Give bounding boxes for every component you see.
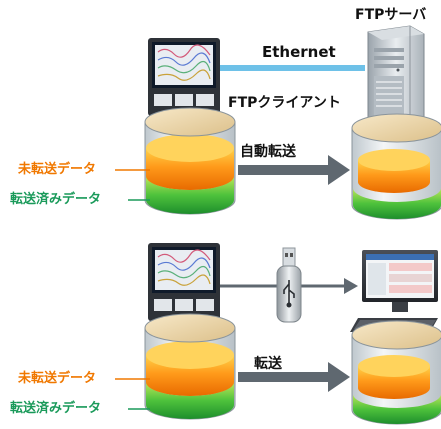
auto-transfer-arrow xyxy=(238,155,350,185)
usb-memory-icon xyxy=(276,247,302,323)
transferred-data-label-bottom: 転送済みデータ xyxy=(10,401,102,416)
transfer-arrow xyxy=(238,362,350,392)
untransferred-data-label: 未転送データ xyxy=(18,162,97,177)
recorder-device-bottom xyxy=(148,243,220,321)
auto-transfer-label: 自動転送 xyxy=(240,144,296,160)
untransferred-data-label-bottom: 未転送データ xyxy=(18,371,97,386)
recorder-storage-cylinder xyxy=(144,107,236,215)
ftp-server-icon xyxy=(367,25,425,135)
usb-connection-arrowhead xyxy=(344,278,358,294)
recorder-storage-cylinder-bottom xyxy=(144,313,236,420)
server-storage-cylinder xyxy=(351,113,441,220)
ethernet-cable xyxy=(215,65,365,71)
transferred-data-label: 転送済みデータ xyxy=(10,192,102,207)
ethernet-label: Ethernet xyxy=(262,43,336,61)
transfer-label: 転送 xyxy=(254,356,282,372)
recorder-device xyxy=(148,38,220,116)
ftp-server-label: FTPサーバ xyxy=(355,7,427,23)
pc-icon xyxy=(350,250,438,332)
pc-storage-cylinder xyxy=(351,320,441,425)
ftp-client-label: FTPクライアント xyxy=(228,95,341,111)
